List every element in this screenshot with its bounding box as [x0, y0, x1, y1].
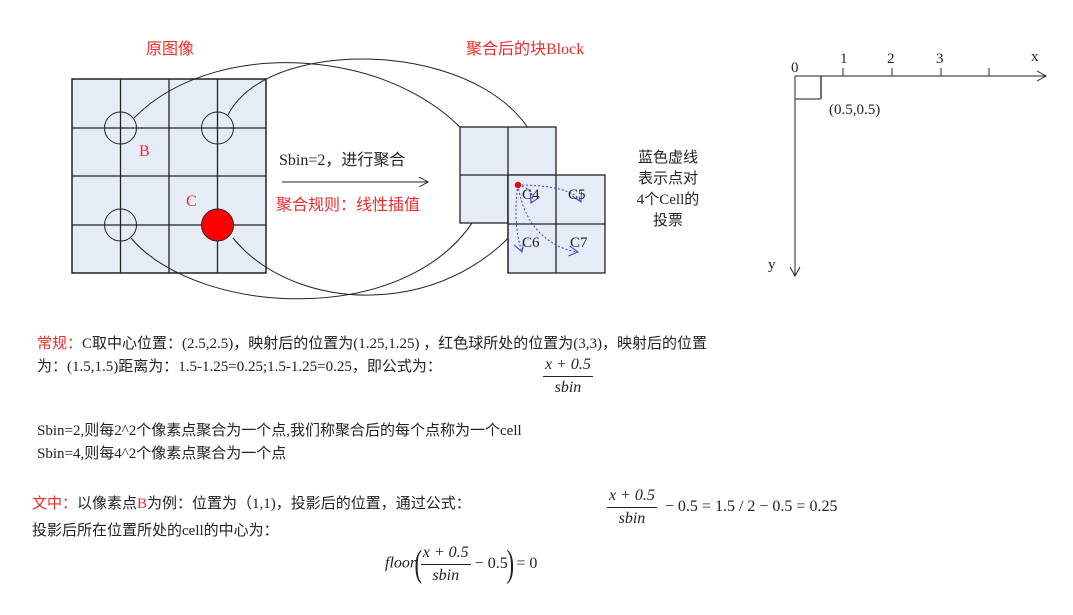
- paragraph-normal-line2: 为：(1.5,1.5)距离为：1.5-1.25=0.25;1.5-1.25=0.…: [37, 359, 442, 375]
- formula-projection: x + 0.5 sbin − 0.5 = 1.5 / 2 − 0.5 = 0.2…: [607, 487, 837, 528]
- original-image-title: 原图像: [146, 41, 195, 58]
- formula-floor: floor( x + 0.5 sbin − 0.5)= 0: [385, 542, 537, 586]
- paragraph-normal-line1: 常规：C取中心位置：(2.5,2.5)，映射后的位置为(1.25,1.25) ，…: [37, 334, 707, 354]
- normal-prefix: 常规：: [37, 336, 83, 352]
- cell-label-c6: C6: [522, 235, 540, 251]
- fraction: x + 0.5 sbin: [420, 544, 471, 585]
- denominator: sbin: [554, 379, 582, 396]
- axis-tick-2: 2: [887, 51, 895, 67]
- cell-label-c7: C7: [570, 235, 588, 251]
- paragraph-paper-line2: 投影后所在位置所处的cell的中心为：: [32, 523, 279, 539]
- mapping-curve-1: [133, 62, 484, 158]
- note-line: 投票: [652, 213, 683, 229]
- sample-circle-top-left: [104, 111, 137, 145]
- aggregation-rule-label: 聚合规则：线性插值: [276, 197, 421, 214]
- paragraph-sbin2: Sbin=2,则每2^2个像素点聚合为一个点,我们称聚合后的每个点称为一个cel…: [37, 423, 522, 439]
- fraction: x + 0.5 sbin: [543, 356, 593, 397]
- right-paren: ): [506, 543, 514, 585]
- formula-result: = 0: [516, 554, 538, 572]
- label-b: B: [139, 143, 150, 160]
- vote-arrows: [513, 184, 582, 257]
- paper-text-b: 为例：位置为（1,1)，投影后的位置，通过公式：: [147, 496, 471, 512]
- paragraph-sbin4: Sbin=4,则每4^2个像素点聚合为一个点: [37, 446, 287, 462]
- coordinate-axes: [789, 68, 1048, 278]
- formula-rest: − 0.5 = 1.5 / 2 − 0.5 = 0.25: [664, 498, 838, 516]
- paper-prefix: 文中：: [32, 496, 78, 512]
- mapping-curve-3: [130, 198, 487, 300]
- block-title: 聚合后的块Block: [466, 41, 585, 58]
- numerator: x + 0.5: [543, 356, 593, 377]
- axis-tick-1: 1: [840, 51, 848, 67]
- note-line: 4个Cell的: [636, 192, 700, 208]
- paragraph-paper-line1: 文中：以像素点B为例：位置为（1,1)，投影后的位置，通过公式：: [32, 494, 471, 514]
- floor-function: floor: [385, 554, 417, 572]
- axis-tick-3: 3: [936, 51, 944, 67]
- denominator: sbin: [432, 566, 460, 584]
- mapping-curve-2: [227, 58, 544, 158]
- note-line: 蓝色虚线: [637, 150, 698, 166]
- formula-normal: x + 0.5 sbin: [543, 356, 593, 397]
- sample-circle-top-right: [201, 111, 234, 145]
- vote-explanation: 蓝色虚线 表示点对 4个Cell的 投票: [626, 148, 710, 232]
- normal-line1-text: C取中心位置：(2.5,2.5)，映射后的位置为(1.25,1.25) ，红色球…: [82, 336, 707, 352]
- denominator: sbin: [618, 510, 646, 527]
- red-ball: [201, 208, 234, 242]
- mapping-curve-4: [232, 195, 541, 296]
- aggregation-label: Sbin=2，进行聚合: [279, 152, 406, 169]
- cell-label-c5: C5: [568, 187, 586, 203]
- cell-label-c4: C4: [522, 187, 540, 203]
- left-paren: (: [414, 543, 423, 585]
- axis-x-label: x: [1031, 49, 1039, 65]
- projected-point: [514, 181, 522, 189]
- sample-circle-bottom-left: [104, 208, 137, 242]
- original-image-grid: [71, 78, 267, 274]
- note-line: 表示点对: [637, 171, 698, 187]
- numerator: x + 0.5: [420, 544, 471, 565]
- formula-inner-rest: − 0.5: [474, 554, 508, 572]
- fraction: x + 0.5 sbin: [607, 487, 657, 528]
- paper-text-a: 以像素点: [77, 496, 138, 512]
- axis-y-label: y: [768, 257, 776, 273]
- point-coordinate-label: (0.5,0.5): [829, 102, 881, 118]
- paper-text-b-label: B: [137, 496, 148, 512]
- axis-origin-label: 0: [791, 60, 799, 76]
- numerator: x + 0.5: [607, 487, 657, 508]
- block-grid: [459, 126, 606, 274]
- label-c: C: [186, 193, 197, 210]
